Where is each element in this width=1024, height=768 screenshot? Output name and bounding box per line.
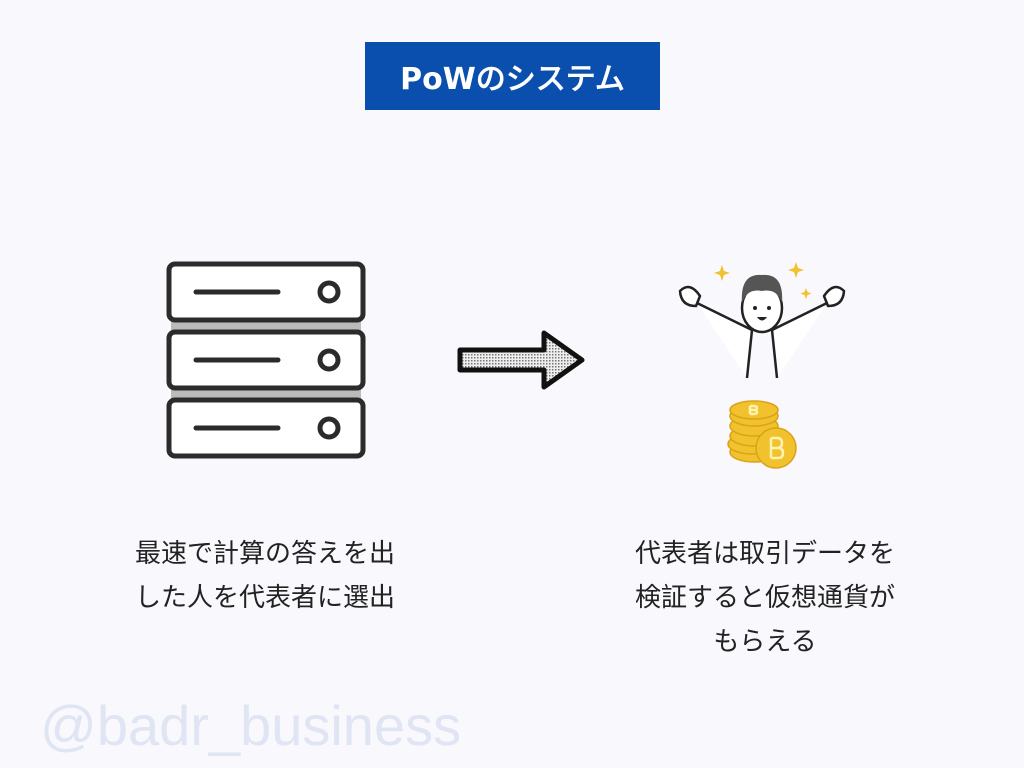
right-caption: 代表者は取引データを 検証すると仮想通貨が もらえる [634, 539, 895, 657]
watermark: @badr_business [40, 694, 462, 757]
server-icon [166, 261, 366, 459]
page-title: PoWのシステム [365, 42, 660, 110]
right-arrow-icon [457, 330, 585, 390]
left-caption: 最速で計算の答えを出 した人を代表者に選出 [134, 539, 395, 613]
happy-person-icon [678, 262, 846, 379]
bitcoin-coins-icon [727, 400, 797, 469]
